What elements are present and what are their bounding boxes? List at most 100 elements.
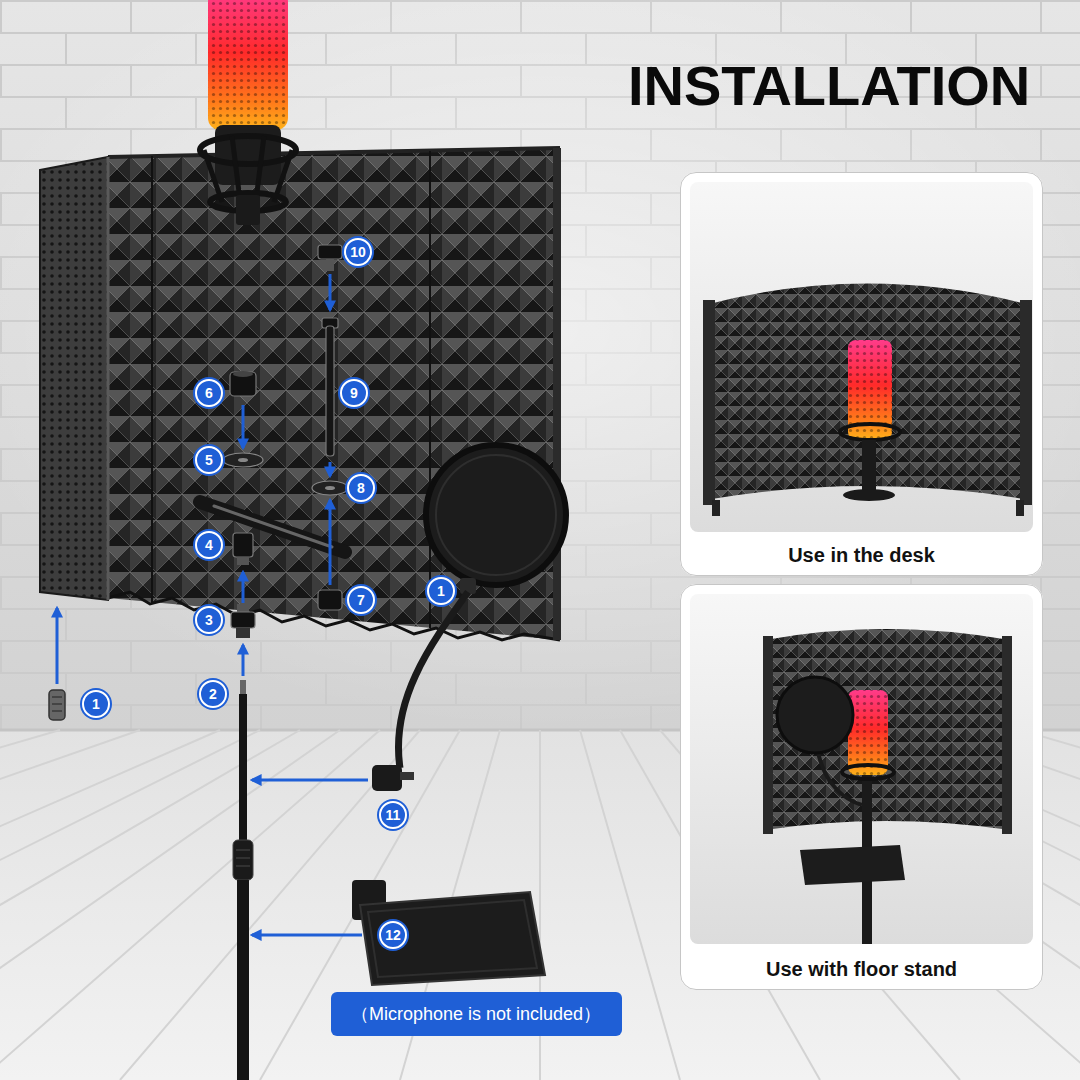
hardware-parts xyxy=(237,604,249,612)
callout-circle: 11 xyxy=(379,801,407,829)
hardware-parts xyxy=(312,481,348,495)
desk-photo xyxy=(1016,500,1024,516)
callout-circle: 5 xyxy=(195,446,223,474)
pop-filter xyxy=(436,455,556,575)
floor-stand xyxy=(233,840,253,880)
hardware-parts xyxy=(237,557,249,565)
pop-filter xyxy=(400,772,414,780)
floor-stand-photo xyxy=(842,765,894,779)
hardware-parts xyxy=(318,245,342,259)
callout-number: 5 xyxy=(205,453,213,467)
callout-circle: 7 xyxy=(347,586,375,614)
isolation-shield xyxy=(429,151,431,628)
hardware-parts xyxy=(238,458,248,462)
callout-number: 11 xyxy=(386,808,401,822)
hardware-parts xyxy=(214,506,332,547)
microphone xyxy=(200,0,296,225)
photo-caption: Use with floor stand xyxy=(766,957,957,981)
desk-photo xyxy=(1020,300,1032,505)
hardware-parts xyxy=(49,690,65,720)
mic-tray xyxy=(360,892,545,985)
callout-circle: 12 xyxy=(379,921,407,949)
desk-photo xyxy=(680,172,1043,576)
assembly-arrows xyxy=(329,500,332,585)
desk-photo xyxy=(840,424,900,440)
floor-stand-photo xyxy=(765,629,1010,830)
callout-number: 4 xyxy=(205,538,213,552)
floor-stand xyxy=(236,850,250,866)
photo-caption: Use in the desk xyxy=(788,543,935,567)
assembly-arrows xyxy=(329,462,332,476)
desk-photo xyxy=(680,172,1043,576)
callout-circle: 2 xyxy=(199,680,227,708)
floor-stand-photo xyxy=(680,584,1043,990)
isolation-shield xyxy=(151,156,153,602)
callout-circle: 8 xyxy=(347,474,375,502)
isolation-shield xyxy=(553,148,561,640)
callout-circle: 6 xyxy=(195,379,223,407)
usage-photo-panel: Use with floor stand xyxy=(680,584,1043,990)
hardware-parts xyxy=(325,486,335,490)
callout-number: 2 xyxy=(209,687,217,701)
floor-stand-photo xyxy=(848,690,888,775)
pop-filter xyxy=(372,445,566,791)
hardware-parts xyxy=(231,612,255,628)
pop-filter xyxy=(398,592,468,768)
isolation-shield xyxy=(108,148,560,157)
callout-number: 12 xyxy=(385,928,401,942)
floor-stand-photo xyxy=(777,677,853,753)
callout-number: 7 xyxy=(357,593,365,607)
callout-number: 3 xyxy=(205,613,213,627)
microphone xyxy=(236,195,260,225)
desk-photo xyxy=(690,182,1033,532)
floor-stand xyxy=(240,680,246,694)
desk-photo xyxy=(712,500,720,516)
assembly-arrows xyxy=(57,274,368,935)
pop-filter xyxy=(460,578,476,594)
hardware-parts xyxy=(223,453,263,467)
callout-number: 8 xyxy=(357,481,365,495)
desk-photo xyxy=(862,440,876,492)
assembly-arrows xyxy=(242,645,245,676)
hardware-parts xyxy=(236,628,250,638)
callout-number: 1 xyxy=(437,584,445,598)
floor-stand xyxy=(239,694,247,844)
callout-number: 9 xyxy=(350,386,358,400)
assembly-arrows xyxy=(242,572,245,603)
callout-circle: 1 xyxy=(427,577,455,605)
pop-filter xyxy=(372,765,402,791)
notice-text: （Microphone is not included） xyxy=(351,1003,601,1025)
floor-stand-photo xyxy=(800,845,905,885)
floor-stand-photo xyxy=(680,584,1043,990)
hardware-parts xyxy=(233,533,253,557)
microphone xyxy=(208,0,288,130)
assembly-arrows xyxy=(252,779,368,782)
callout-circle: 1 xyxy=(82,690,110,718)
mic-tray xyxy=(368,900,537,977)
callout-circle: 10 xyxy=(344,238,372,266)
floor-stand-photo xyxy=(1002,636,1012,834)
assembly-arrows xyxy=(242,405,245,448)
pop-filter xyxy=(426,445,566,585)
assembly-arrows xyxy=(252,934,362,937)
microphone xyxy=(200,136,296,164)
isolation-shield xyxy=(107,157,110,600)
hardware-parts xyxy=(52,697,62,711)
usage-photo-panel: Use in the desk xyxy=(680,172,1043,576)
desk-photo xyxy=(703,300,715,505)
hardware-parts xyxy=(230,372,256,396)
assembly-arrows xyxy=(329,274,332,310)
assembly-arrows xyxy=(56,608,59,684)
mic-tray xyxy=(352,880,545,985)
floor-stand xyxy=(237,880,249,1080)
callout-number: 1 xyxy=(92,697,100,711)
callout-circle: 9 xyxy=(340,379,368,407)
floor-stand xyxy=(233,680,253,1080)
desk-photo xyxy=(843,489,895,501)
hardware-parts xyxy=(326,326,334,456)
floor-stand-photo xyxy=(690,594,1033,944)
